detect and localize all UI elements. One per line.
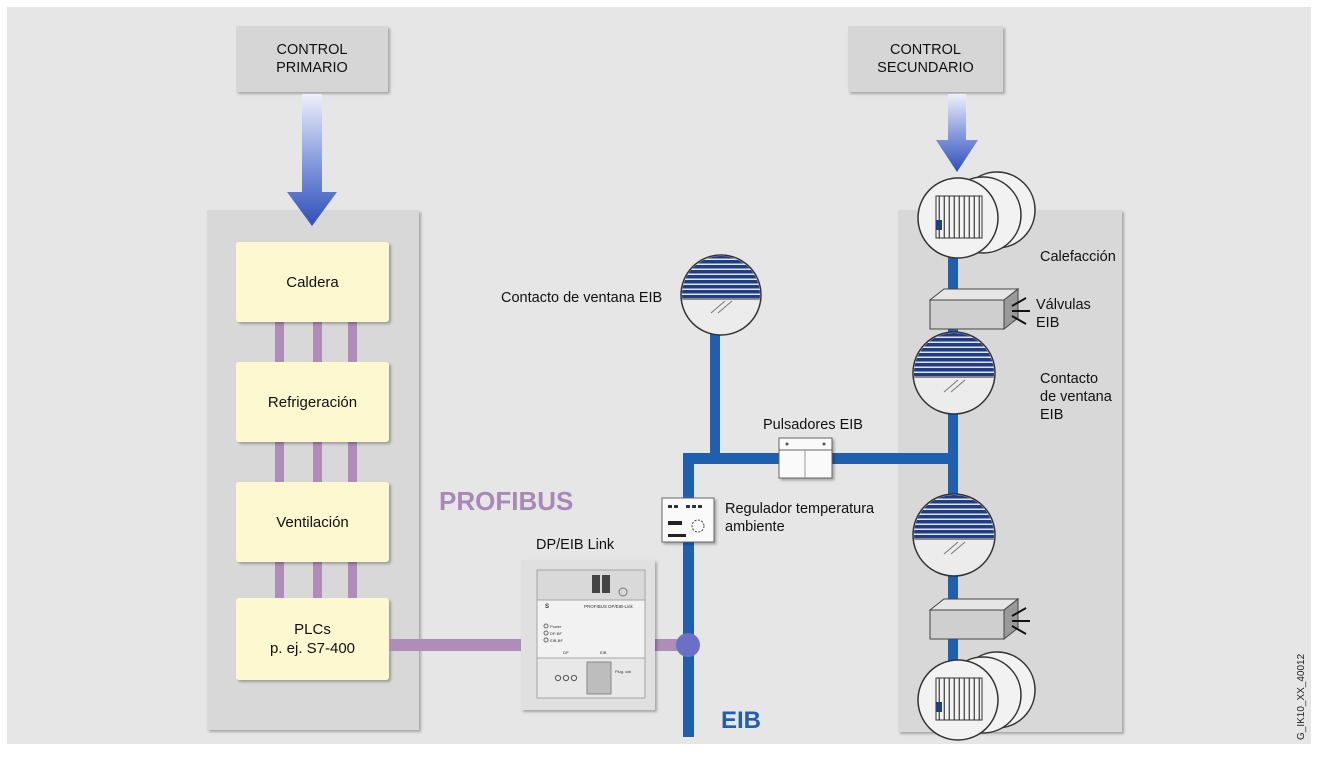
calefaccion-label: Calefacción [1040,249,1116,265]
profibus-eib-junction [676,633,700,657]
dp-eib-link-device-labels: S PROFIBUS DP/EIB-Link Power DP-BF EIB-B… [545,604,634,674]
module-plcs-line2: p. ej. S7-400 [269,640,356,657]
regulador-line1: Regulador temperatura [725,501,875,517]
regulador-line2: ambiente [725,519,785,535]
module-plcs-label: PLCs p. ej. S7-400 [236,598,389,680]
eib-label: EIB [721,707,762,734]
control-secundario-line1: CONTROL [890,42,961,58]
device-product: PROFIBUS DP/EIB-Link [584,604,634,609]
radiator-icon [917,651,1036,741]
contacto-ventana-right-line1: Contacto [1040,371,1099,387]
valvulas-line2: EIB [1036,315,1060,331]
regulador-label: Regulador temperatura ambiente [725,500,874,536]
module-refrigeracion-label: Refrigeración [267,393,358,411]
module-refrigeracion [236,362,389,442]
control-primario-box [236,26,388,92]
control-secundario-box [848,26,1003,92]
dp-eib-link-label: DP/EIB Link [536,537,615,553]
device-port-eib: EIB [600,650,607,655]
valvulas-line1: Válvulas [1036,297,1091,313]
window-contact-sensor-icon [912,493,996,577]
radiator-icon [917,171,1036,259]
control-secundario-line2: SECUNDARIO [877,60,974,76]
module-caldera-label: Caldera [286,273,339,291]
arrow-primario-icon [287,94,337,226]
regulador-temperatura-icon [661,497,715,543]
device-plug: Plug. dat [615,669,632,674]
pulsadores-label: Pulsadores EIB [763,417,863,433]
contacto-ventana-left-label: Contacto de ventana EIB [501,290,663,306]
contacto-ventana-right-line2: de ventana [1040,389,1112,405]
control-primario-line2: PRIMARIO [276,60,348,76]
module-ventilacion-label: Ventilación [276,513,349,531]
figure-code: G_IK10_XX_40012 [1296,653,1307,740]
window-contact-sensor-icon [912,331,996,415]
valvulas-label: Válvulas EIB [1036,296,1091,332]
contacto-ventana-right-label: Contacto de ventana EIB [1040,370,1112,424]
control-primario-line1: CONTROL [276,42,348,58]
window-contact-sensor-icon [680,254,762,336]
module-plcs [236,598,389,680]
valve-actuator-icon [928,287,1030,331]
device-led-eibbf: EIB-BF [550,638,563,643]
control-secundario-label: CONTROL SECUNDARIO [848,41,1003,77]
dp-eib-link-device [521,560,655,710]
internal-bus-lines [275,320,357,610]
device-led-dpbf: DP-BF [550,631,563,636]
control-primario-label: CONTROL PRIMARIO [236,41,388,77]
device-port-dp: DP [563,650,569,655]
module-caldera [236,242,389,322]
device-brand: S [545,604,549,610]
module-ventilacion [236,482,389,562]
valve-actuator-icon [928,597,1030,641]
profibus-label: PROFIBUS [439,486,574,516]
pulsadores-icon [778,437,833,479]
module-plcs-line1: PLCs [294,621,331,638]
arrow-secundario-icon [936,94,978,172]
device-led-power: Power [550,624,562,629]
contacto-ventana-right-line3: EIB [1040,407,1064,423]
